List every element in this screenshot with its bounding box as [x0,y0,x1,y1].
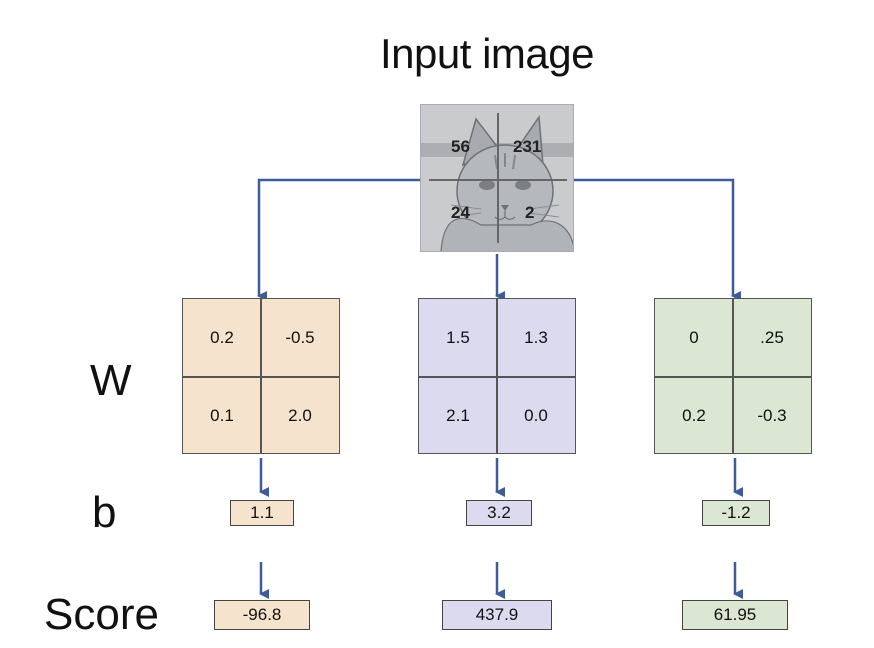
input-image: 56 231 24 2 [420,104,574,252]
score-box-2: 437.9 [442,600,552,630]
pixel-value: 2 [525,203,535,222]
weight-matrix-2: 1.5 1.3 2.1 0.0 [418,298,576,454]
weights-label: W [90,356,132,405]
image-grid-line [497,113,499,243]
score-box-3: 61.95 [682,600,788,630]
input-image-title: Input image [380,30,594,77]
bias-box-3: -1.2 [702,500,770,526]
weight-cell: 0.0 [524,406,548,425]
score-box-1: -96.8 [214,600,310,630]
bias-label: b [92,488,117,537]
weight-cell: 0.2 [682,406,706,425]
bias-box-2: 3.2 [466,500,532,526]
image-grid-line [429,179,567,181]
pixel-value: 231 [513,137,542,156]
pixel-value: 24 [451,203,470,222]
weight-cell: 0.2 [210,328,234,347]
score-label: Score [44,590,159,639]
weight-cell: -0.3 [757,406,787,425]
pixel-value: 56 [451,137,470,156]
bias-box-1: 1.1 [230,500,294,526]
weight-cell: -0.5 [285,328,315,347]
weight-cell: 2.1 [446,406,470,425]
arrow-input-to-w3 [574,178,741,301]
weight-cell: 0.1 [210,406,234,425]
weight-cell: .25 [760,328,784,347]
weight-matrix-1: 0.2 -0.5 0.1 2.0 [182,298,340,454]
weight-cell: 1.5 [446,328,470,347]
weight-matrix-3: 0 .25 0.2 -0.3 [654,298,812,454]
weight-cell: 0 [689,328,699,347]
weight-cell: 2.0 [288,406,312,425]
weight-cell: 1.3 [524,328,548,347]
arrow-input-to-w1 [257,178,420,301]
